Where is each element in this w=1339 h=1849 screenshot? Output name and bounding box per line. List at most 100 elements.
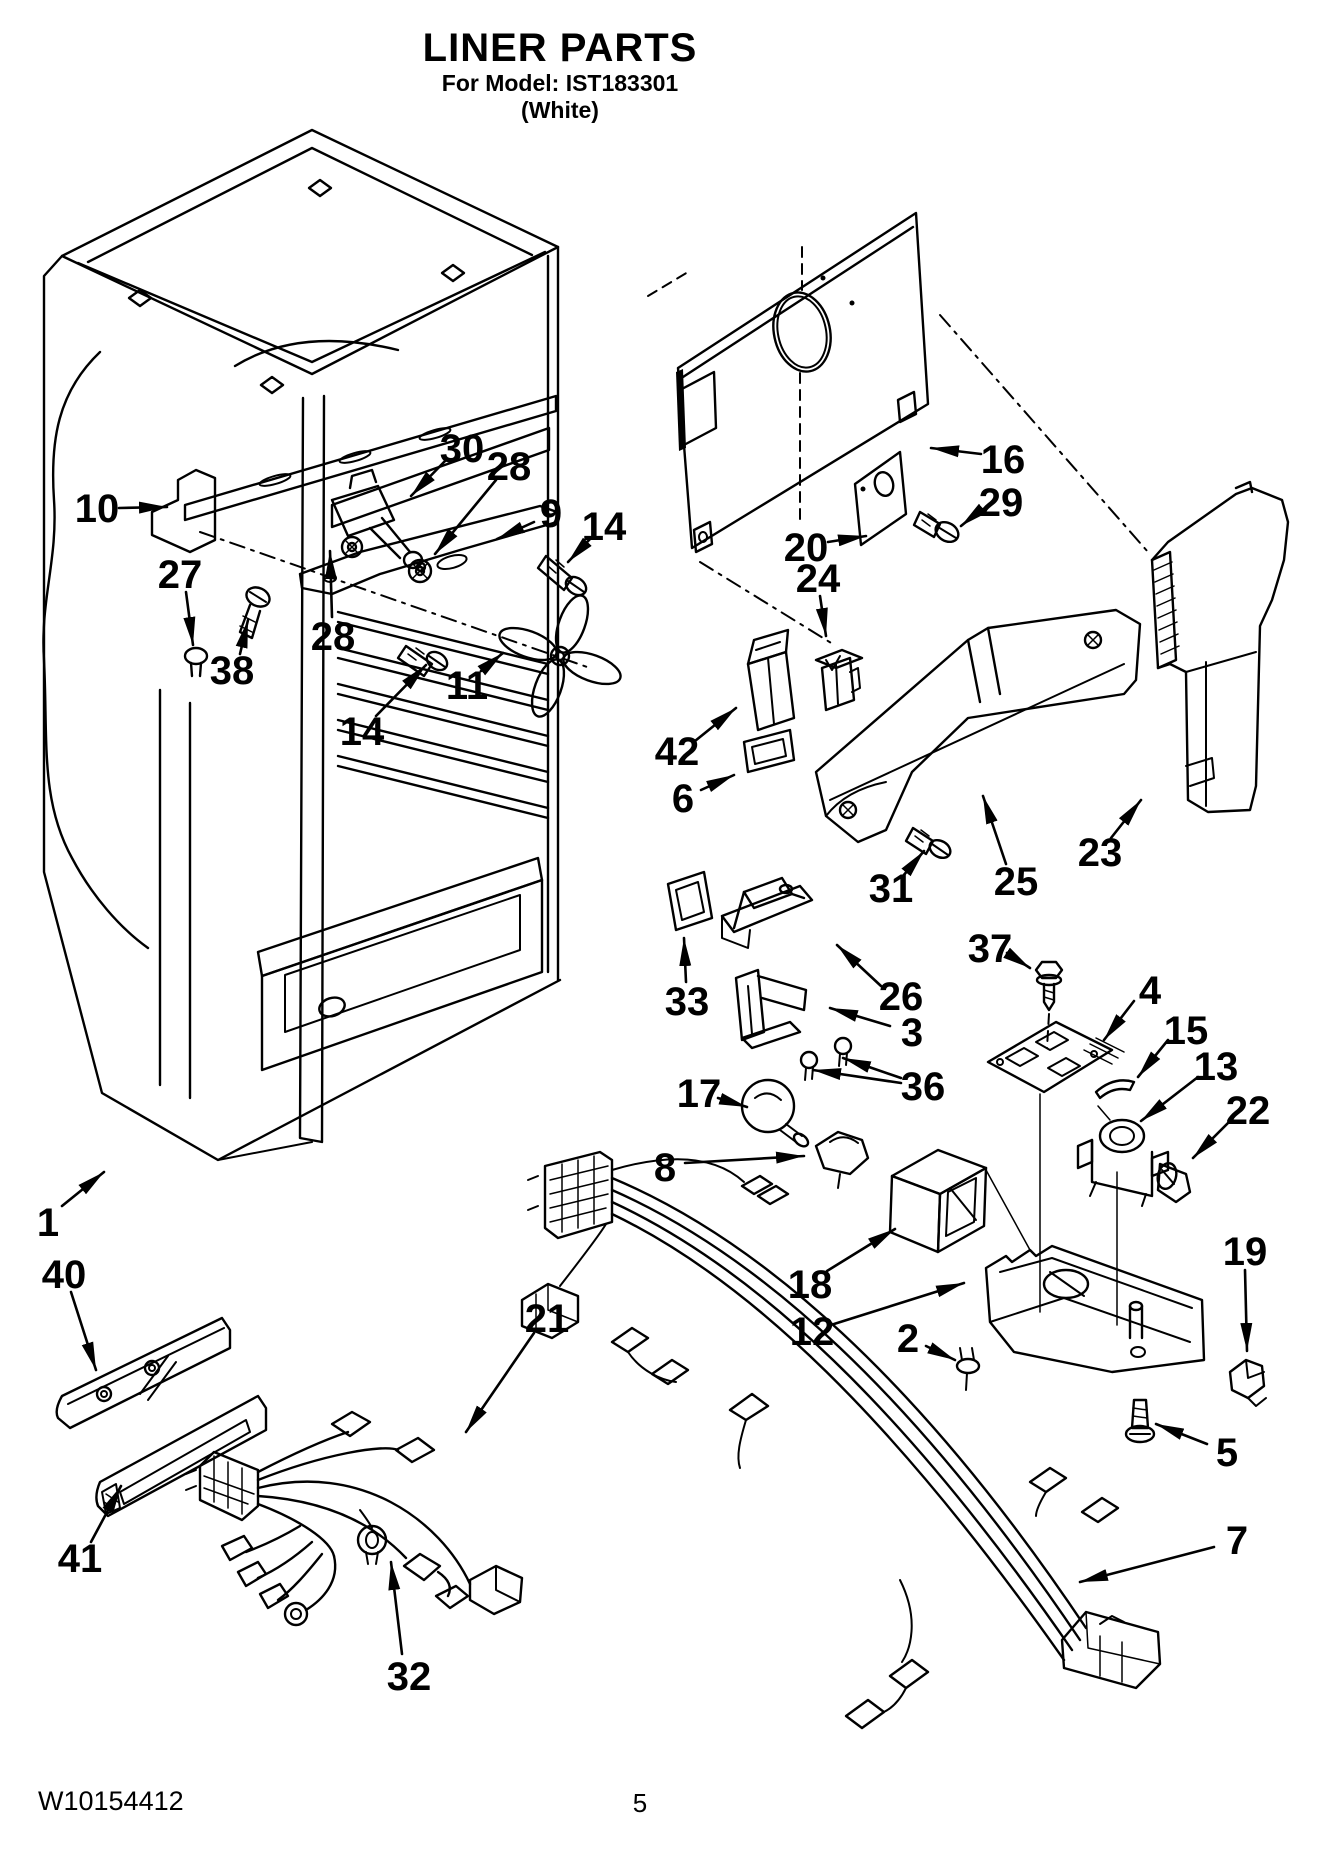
defrost-thermostat-drawing [746,628,796,732]
callout-31: 31 [869,849,926,911]
callout-26: 26 [835,943,923,1019]
callout-label-30: 30 [440,427,485,471]
title-block: LINER PARTS For Model: IST183301 (White) [0,26,1120,124]
callout-label-24: 24 [796,557,841,601]
callout-label-16: 16 [981,438,1026,482]
callout-label-7: 7 [1226,1519,1248,1563]
callout-3: 3 [828,1006,923,1055]
callout-label-18: 18 [788,1263,833,1307]
callout-label-5: 5 [1216,1431,1238,1475]
air-duct-drawing [814,608,1142,844]
callout-12: 12 [790,1281,966,1354]
callout-5: 5 [1154,1422,1238,1475]
callout-33: 33 [665,936,709,1024]
callout-24: 24 [796,557,841,638]
callout-label-37: 37 [968,927,1013,971]
callout-label-21: 21 [525,1297,570,1341]
callout-1: 1 [37,1170,106,1245]
callout-42: 42 [655,706,738,774]
side-cover-drawing [1150,480,1290,814]
sensor-32-drawing [356,1509,388,1565]
callout-2: 2 [897,1317,957,1362]
callout-22: 22 [1191,1089,1270,1160]
callout-label-13: 13 [1194,1045,1239,1089]
callout-37: 37 [968,927,1032,971]
callout-28: 28 [311,549,356,659]
defrost-timer-drawing [1076,1105,1170,1207]
callout-label-31: 31 [869,867,914,911]
callout-38: 38 [210,618,254,693]
evaporator-cover-panel-drawing [647,211,1149,647]
rail-cover-41-drawing [95,1394,268,1518]
timer-knob-drawing [1156,1162,1192,1204]
cabinet-liner-drawing [42,128,591,1162]
drain-pan-drawing [984,1244,1206,1374]
screw-37-drawing [1034,960,1064,1049]
callout-label-3: 3 [901,1011,923,1055]
callout-label-10: 10 [75,487,120,531]
callout-8: 8 [654,1146,806,1190]
access-panel-drawing [853,450,908,547]
callout-41: 41 [58,1484,123,1581]
callout-7: 7 [1078,1519,1248,1584]
callout-15: 15 [1136,1009,1209,1079]
callout-label-19: 19 [1223,1230,1268,1274]
callout-label-14: 14 [340,710,385,754]
callout-14: 14 [566,505,627,564]
clip-15-drawing [1094,1079,1136,1100]
callout-13: 13 [1139,1045,1239,1123]
callout-18: 18 [788,1227,897,1307]
grommet-2-drawing [955,1347,981,1391]
callout-label-27: 27 [158,553,203,597]
callout-label-1: 1 [37,1201,59,1245]
fan-blade-drawing [498,594,622,718]
callout-27: 27 [158,553,203,647]
callout-11: 11 [446,651,505,708]
callout-label-41: 41 [58,1537,103,1581]
callout-label-20: 20 [784,526,829,570]
callout-label-28: 28 [311,615,356,659]
callout-label-40: 40 [42,1253,87,1297]
callout-30: 30 [409,427,485,498]
callout-label-42: 42 [655,730,700,774]
wire-harness-21-drawing [185,1410,524,1627]
callout-label-11: 11 [446,664,488,708]
model-line: For Model: IST183301 [441,70,679,96]
callout-label-6: 6 [672,777,694,821]
callout-label-32: 32 [387,1655,432,1699]
callout-36: 36 [811,1056,945,1109]
callout-label-4: 4 [1139,969,1162,1013]
callout-14: 14 [340,663,428,754]
bracket-26-drawing [720,876,814,949]
page-title: LINER PARTS [422,26,698,70]
callout-20: 20 [784,526,868,570]
callout-32: 32 [387,1560,432,1699]
callout-label-14: 14 [582,505,627,549]
control-board-drawing [986,1020,1125,1326]
callout-layer: 1234567891011121314141516171819202122232… [37,427,1270,1699]
callout-label-28: 28 [487,445,532,489]
callout-9: 9 [495,492,562,541]
callout-label-2: 2 [897,1317,919,1361]
lamp-socket-drawing [814,1130,870,1189]
callout-17: 17 [677,1072,749,1116]
callout-label-9: 9 [540,492,562,536]
callout-16: 16 [929,438,1026,482]
sensor-24-drawing [814,648,864,712]
callout-label-23: 23 [1078,831,1123,875]
callout-label-15: 15 [1164,1009,1209,1053]
color-line: (White) [521,97,599,123]
callout-label-8: 8 [654,1146,676,1190]
light-lens-drawing [888,1148,1031,1254]
bracket-3-drawing [734,968,808,1050]
screw-31-drawing [904,826,952,860]
page-number: 5 [632,1788,648,1818]
gasket-6-drawing [742,728,796,774]
callout-label-29: 29 [979,481,1024,525]
callout-28: 28 [433,445,532,556]
rail-cover-40-drawing [55,1316,232,1430]
callout-6: 6 [672,773,736,821]
callout-25: 25 [981,794,1038,904]
